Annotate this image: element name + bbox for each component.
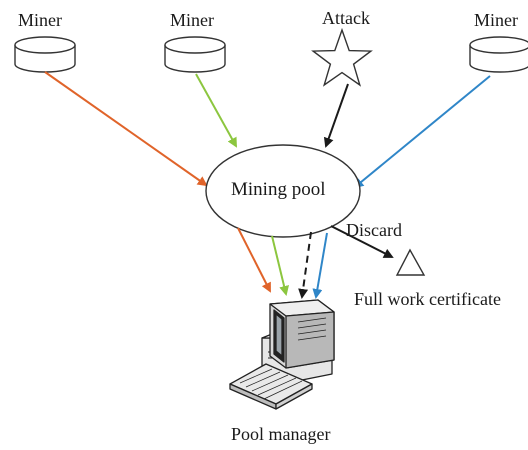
mining-pool-label: Mining pool: [231, 179, 326, 200]
cylinder-icon: [469, 36, 528, 73]
mining-pool-node: [205, 144, 361, 238]
miner-2-arrow: [195, 73, 237, 148]
pool-blue-arrow: [312, 232, 328, 299]
cylinder-icon: [14, 36, 76, 73]
miner-1-arrow: [44, 71, 208, 187]
triangle-icon: [395, 248, 426, 276]
pool-green-arrow: [271, 235, 289, 296]
attack-arrow: [323, 83, 349, 148]
computer-icon: [229, 299, 335, 410]
pool-manager-label: Pool manager: [231, 424, 331, 444]
pool-orange-arrow: [237, 227, 271, 293]
miner-3-arrow: [353, 75, 491, 189]
discard-label: Discard: [346, 220, 402, 240]
pool-dashed-arrow: [298, 231, 312, 299]
star-icon: [311, 27, 373, 87]
attack-label: Attack: [322, 8, 370, 28]
miner-3-label: Miner: [474, 10, 518, 30]
miner-1-label: Miner: [18, 10, 62, 30]
discard-arrow: [330, 225, 394, 258]
full-work-certificate-label: Full work certificate: [354, 289, 501, 309]
miner-2-label: Miner: [170, 10, 214, 30]
cylinder-icon: [164, 36, 226, 73]
